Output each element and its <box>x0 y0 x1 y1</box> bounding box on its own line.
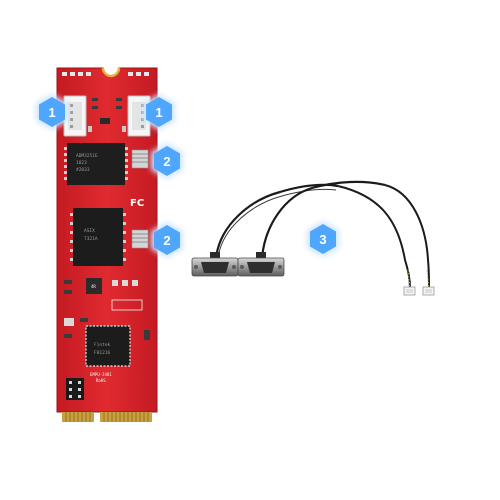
callout-badge-1-right: 1 <box>143 94 175 130</box>
isolator-module-bottom <box>131 229 149 249</box>
svg-text:2: 2 <box>163 154 170 169</box>
left-cable-header <box>63 95 87 137</box>
isolator-module-top <box>131 149 149 169</box>
m2-expansion-card: ADM3251E 1823 #2033 FC ASIX 732 <box>56 67 158 422</box>
db9-connector-right <box>237 252 285 277</box>
cable-wire-right-b <box>337 185 411 289</box>
callout-badge-2-top: 2 <box>151 143 183 179</box>
svg-text:#2033: #2033 <box>76 167 90 173</box>
chip1-marking: ADM3251E <box>76 153 98 159</box>
svg-text:2: 2 <box>163 233 170 248</box>
svg-text:1: 1 <box>48 105 55 120</box>
passive-components-middle <box>64 280 150 340</box>
svg-text:F81216: F81216 <box>94 350 111 356</box>
svg-text:1823: 1823 <box>76 160 87 166</box>
callout-badge-3: 3 <box>307 221 339 257</box>
cable-end-connector-1 <box>403 286 416 296</box>
svg-text:7321A: 7321A <box>84 236 98 242</box>
cable-wire-left-a <box>214 183 339 259</box>
chip2-marking: ASIX <box>84 228 95 234</box>
serial-cable-assembly <box>191 180 435 296</box>
callout-badge-2-bottom: 2 <box>151 222 183 258</box>
transceiver-chip-1: ADM3251E 1823 #2033 <box>64 143 128 185</box>
svg-text:4R: 4R <box>91 284 96 289</box>
controller-chip-3: Fintek F81216 <box>85 325 131 367</box>
cable-end-connector-2 <box>422 286 435 296</box>
fcc-mark: FC <box>130 198 144 209</box>
svg-text:1: 1 <box>155 105 162 120</box>
svg-text:3: 3 <box>319 232 326 247</box>
passive-components-top <box>88 98 126 132</box>
mounting-notch <box>101 67 121 78</box>
board-model-label: EMPU-3401 <box>90 372 112 377</box>
top-test-pads <box>62 72 149 76</box>
m2-gold-edge-connector <box>62 412 152 422</box>
chip3-marking: Fintek <box>94 342 111 348</box>
cable-wire-left-b <box>217 188 337 259</box>
db9-connector-left <box>191 252 239 277</box>
interface-chip-2: ASIX 7321A <box>70 208 126 266</box>
power-inductor: 4R <box>86 278 102 294</box>
pin-header <box>66 378 84 400</box>
cable-wire-far-right <box>384 184 430 289</box>
rohs-label: RoHS <box>96 378 106 383</box>
callout-badge-1-left: 1 <box>36 94 68 130</box>
cable-wire-right-a <box>260 180 386 259</box>
